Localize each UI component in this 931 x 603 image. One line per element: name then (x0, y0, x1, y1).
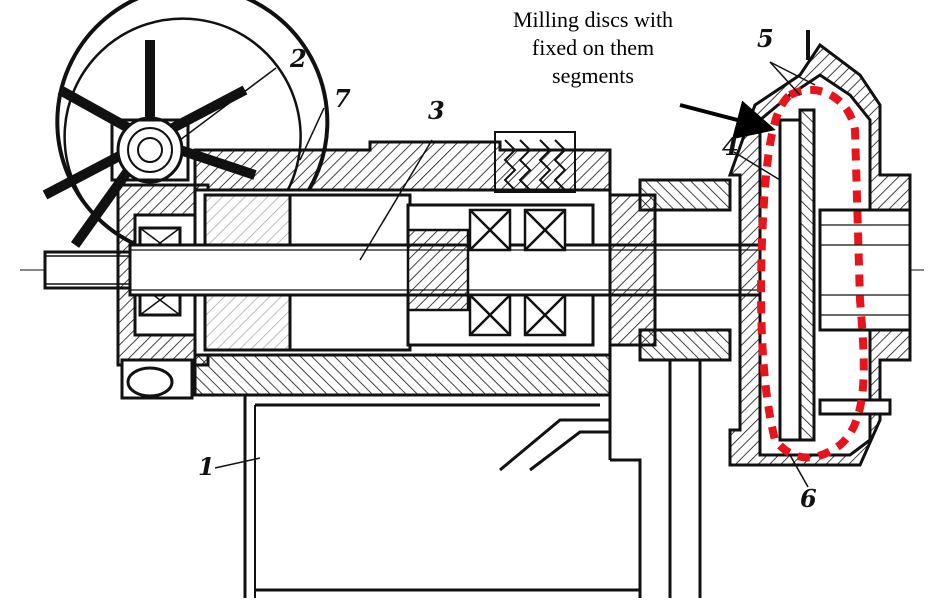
base-frame (243, 360, 702, 598)
callout-arrow (679, 100, 776, 140)
leader-lines (179, 61, 816, 488)
part-label-2: 2 (290, 44, 307, 73)
part-label-4: 4 (722, 132, 739, 161)
milling-discs-highlight (757, 86, 868, 462)
part-label-1: 1 (198, 452, 215, 481)
callout-line-3: segments (552, 63, 634, 88)
callout-label: Milling discs with fixed on them segment… (468, 6, 718, 90)
compression-springs (494, 131, 576, 193)
callout-line-1: Milling discs with (512, 7, 674, 32)
callout-line-2: fixed on them (531, 35, 655, 60)
milling-chamber (727, 30, 912, 467)
coupling (608, 178, 732, 362)
part-label-6: 6 (800, 484, 817, 513)
part-label-7: 7 (334, 84, 351, 113)
part-label-5: 5 (757, 24, 774, 53)
roller-bearings (406, 208, 567, 337)
handwheel (42, 0, 330, 252)
part-label-3: 3 (428, 96, 445, 125)
